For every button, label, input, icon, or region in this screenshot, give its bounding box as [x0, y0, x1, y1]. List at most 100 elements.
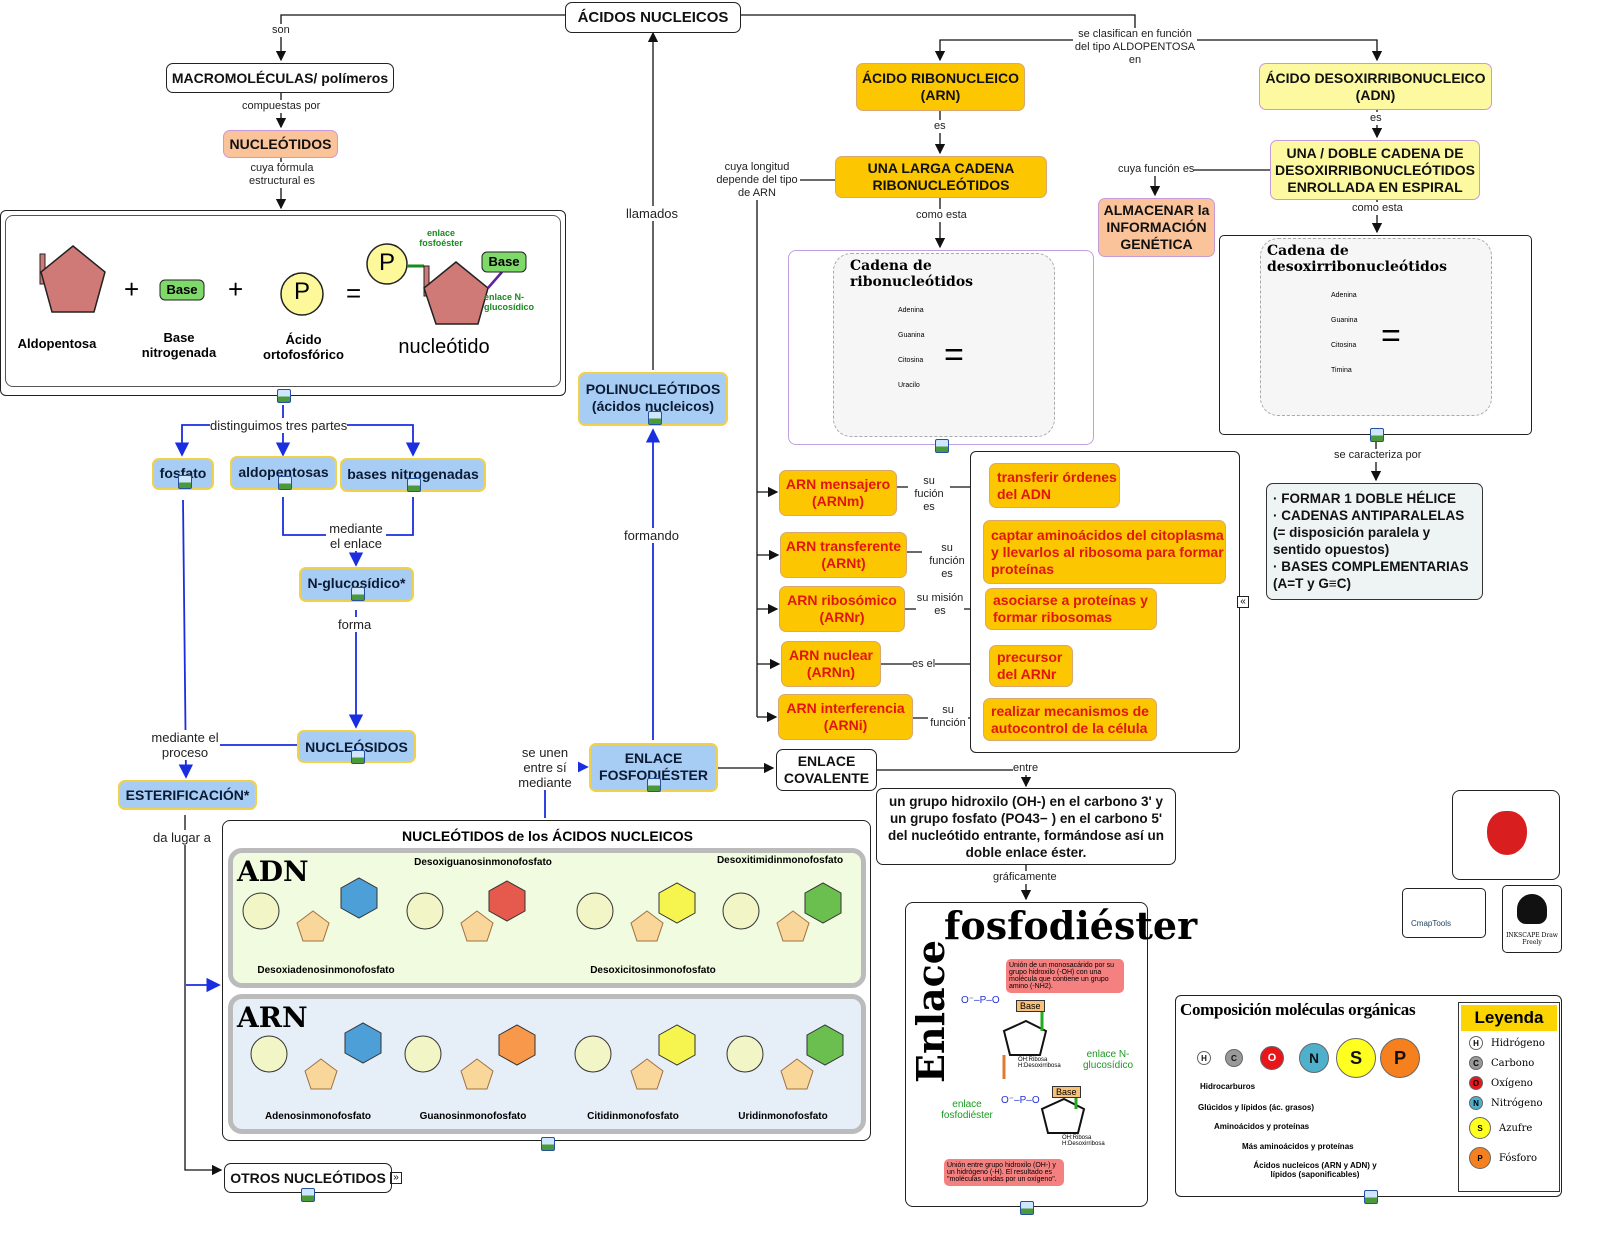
image-frame: Cadena de desoxirribonucleótidos Adenina…: [1260, 238, 1492, 416]
legend-atom-icon: P: [1469, 1147, 1491, 1169]
desoxirribonucleotidos-image: Cadena de desoxirribonucleótidos Adenina…: [1219, 235, 1532, 442]
level: Hidrocarburos: [1200, 1082, 1256, 1091]
link-como-esta: como esta: [1352, 202, 1403, 215]
node-macromoleculas[interactable]: MACROMOLÉCULAS/ polímeros: [166, 63, 394, 93]
node-arn-interferencia[interactable]: ARN interferencia (ARNi): [778, 694, 913, 740]
aldopentosa-pentagon: [40, 245, 106, 313]
image-title: fosfodiéster: [944, 903, 1198, 948]
legend-atom-icon: H: [1469, 1036, 1483, 1050]
inkscape-icon: [1517, 894, 1547, 924]
image-icon[interactable]: [301, 1188, 315, 1202]
rasgo: · BASES COMPLEMENTARIAS: [1273, 559, 1469, 574]
image-icon[interactable]: [178, 475, 192, 489]
node-caracteristicas[interactable]: · FORMAR 1 DOBLE HÉLICE· CADENAS ANTIPAR…: [1266, 483, 1483, 600]
atom-n-icon: N: [1299, 1043, 1329, 1073]
node-cadena-ribonucleotidos[interactable]: UNA LARGA CADENA RIBONUCLEÓTIDOS: [835, 156, 1047, 198]
logo-maestro-naturales: [1452, 790, 1560, 880]
molecule-name: Uridinmonofosfato: [738, 1111, 828, 1122]
atom-s-icon: S: [1336, 1038, 1376, 1078]
node-polinucleotidos[interactable]: POLINUCLEÓTIDOS (ácidos nucleicos): [578, 372, 728, 426]
node-almacenar[interactable]: ALMACENAR la INFORMACIÓN GENÉTICA: [1098, 198, 1215, 257]
image-icon[interactable]: [648, 411, 662, 425]
base-name: Guanina: [1331, 317, 1358, 324]
link-compuestas: compuestas por: [242, 100, 321, 113]
node-bases-nitrogenadas[interactable]: bases nitrogenadas: [340, 458, 486, 492]
image-icon[interactable]: [647, 778, 661, 792]
image-icon[interactable]: [541, 1137, 555, 1151]
image-icon[interactable]: [1364, 1190, 1378, 1204]
node-nucleotidos[interactable]: NUCLEÓTIDOS: [223, 130, 338, 158]
legend-label: Azufre: [1499, 1122, 1533, 1134]
image-icon[interactable]: [351, 587, 365, 601]
node-adn[interactable]: ÁCIDO DESOXIRRIBONUCLEICO (ADN): [1259, 63, 1492, 110]
link-es: es: [1370, 112, 1382, 125]
node-funcion-arnt[interactable]: captar aminoácidos del citoplasma y llev…: [983, 520, 1226, 584]
node-arn-mensajero[interactable]: ARN mensajero (ARNm): [779, 470, 897, 516]
logo-inkscape: INKSCAPE Draw Freely: [1502, 885, 1562, 953]
rasgo: · CADENAS ANTIPARALELAS: [1273, 508, 1465, 523]
node-enlace-covalente[interactable]: ENLACE COVALENTE: [776, 749, 877, 791]
panel-title: NUCLEÓTIDOS de los ÁCIDOS NUCLEICOS: [402, 828, 693, 844]
adn-molecules: [242, 877, 842, 942]
nucleotidos-panel: NUCLEÓTIDOS de los ÁCIDOS NUCLEICOS ADN …: [222, 820, 871, 1151]
atom-c-icon: C: [1225, 1049, 1243, 1067]
collapse-icon[interactable]: «: [1237, 596, 1249, 608]
image-icon[interactable]: [1020, 1201, 1034, 1215]
node-n-glucosidico[interactable]: N-glucosídico*: [299, 567, 414, 602]
node-enlace-fosfodiester[interactable]: ENLACE FOSFODIÉSTER: [589, 743, 718, 792]
node-arn-ribosomico[interactable]: ARN ribosómico (ARNr): [779, 586, 905, 632]
image-icon[interactable]: [407, 478, 421, 492]
note-nglucosidico: Unión de un monosacárido por su grupo hi…: [1006, 959, 1124, 993]
level: Más aminoácidos y proteínas: [1242, 1142, 1354, 1151]
level: Aminoácidos y proteínas: [1214, 1122, 1310, 1131]
node-aldopentosas[interactable]: aldopentosas: [230, 456, 337, 490]
legend-atom-icon: N: [1469, 1096, 1483, 1110]
link-funcion: su función es: [922, 542, 972, 581]
node-arn[interactable]: ÁCIDO RIBONUCLEICO (ARN): [856, 63, 1025, 111]
plus-sign: +: [124, 274, 140, 304]
arn-label: ARN: [237, 1001, 308, 1034]
node-grupo-hidroxilo[interactable]: un grupo hidroxilo (OH-) en el carbono 3…: [876, 788, 1176, 865]
node-nucleosidos[interactable]: NUCLEÓSIDOS: [297, 730, 416, 764]
image-icon[interactable]: [351, 750, 365, 764]
node-fosfato[interactable]: fosfato: [152, 458, 214, 490]
formula-image: + + = Base Base P P enlace fosfoéster en…: [5, 215, 561, 387]
image-title: Cadena de desoxirribonucleótidos: [1267, 243, 1448, 275]
node-funcion-arnn[interactable]: precursor del ARNr: [989, 645, 1073, 687]
node-label: POLINUCLEÓTIDOS (ácidos nucleicos): [585, 381, 721, 414]
link-distinguimos: distinguimos tres partes: [210, 418, 348, 433]
node-doble-cadena[interactable]: UNA / DOBLE CADENA DE DESOXIRRIBONUCLEÓT…: [1270, 140, 1480, 200]
image-icon[interactable]: [1370, 428, 1384, 442]
image-icon[interactable]: [278, 476, 292, 490]
label-oh: OH:Ribosa H:Desoxirribosa: [1062, 1135, 1105, 1147]
root-node-acidos-nucleicos[interactable]: ÁCIDOS NUCLEICOS: [565, 2, 741, 33]
image-icon[interactable]: [277, 389, 291, 403]
label-fosfodiester: enlace fosfodiéster: [941, 1099, 993, 1121]
atom-o-icon: O: [1260, 1046, 1284, 1070]
image-icon[interactable]: [935, 439, 949, 453]
equals-sign: =: [1381, 317, 1401, 355]
expand-icon[interactable]: »: [390, 1172, 402, 1184]
node-funcion-arnm[interactable]: transferir órdenes del ADN: [989, 463, 1120, 508]
logo-text: INKSCAPE Draw Freely: [1506, 932, 1558, 946]
link-se-unen: se unen entre sí mediante: [512, 745, 578, 790]
node-label: bases nitrogenadas: [347, 466, 479, 482]
link-entre: entre: [1013, 762, 1039, 775]
rasgo: (A=T y G≡C): [1273, 576, 1352, 591]
link-formando: formando: [624, 528, 679, 543]
node-esterificacion[interactable]: ESTERIFICACIÓN*: [118, 780, 257, 810]
node-funcion-arnr[interactable]: asociarse a proteínas y formar ribosomas: [985, 588, 1157, 630]
node-arn-transferente[interactable]: ARN transferente (ARNt): [780, 532, 907, 578]
legend-label: Nitrógeno: [1491, 1097, 1543, 1109]
link-funcion: su fución es: [908, 475, 950, 514]
arn-molecules: [250, 1022, 844, 1090]
node-funcion-arni[interactable]: realizar mecanismos de autocontrol de la…: [983, 698, 1157, 741]
node-arn-nuclear[interactable]: ARN nuclear (ARNn): [781, 641, 881, 687]
label-base-nitrogenada: Base nitrogenada: [141, 330, 217, 360]
legend-item: N Nitrógeno: [1459, 1093, 1559, 1113]
